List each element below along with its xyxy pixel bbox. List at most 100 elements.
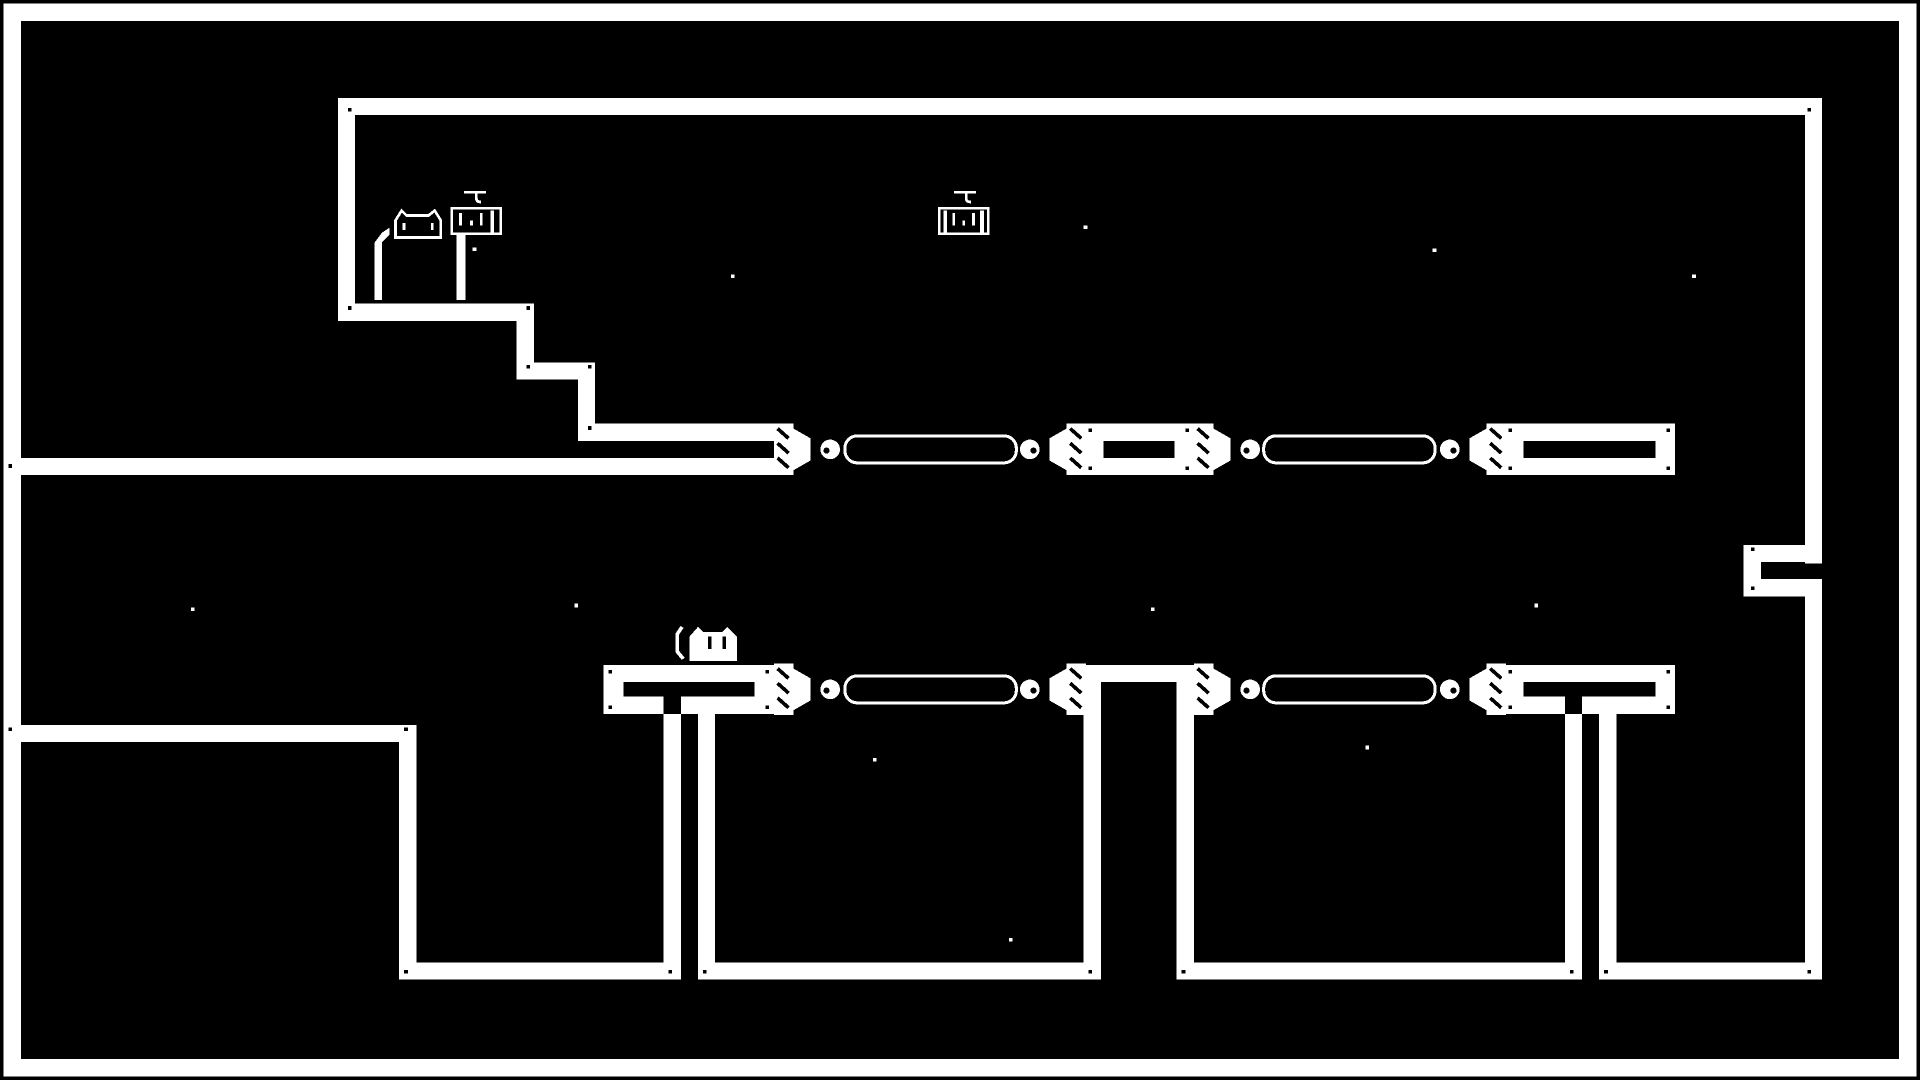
star bbox=[873, 757, 877, 762]
piston-head bbox=[1440, 439, 1460, 460]
star bbox=[1151, 607, 1155, 612]
hazard-stripe bbox=[1196, 681, 1210, 695]
piston-cone bbox=[1049, 428, 1067, 471]
piston-eye bbox=[823, 447, 830, 454]
star bbox=[1008, 937, 1013, 942]
wall-segment bbox=[1083, 664, 1101, 980]
rivet bbox=[1751, 586, 1755, 591]
hazard-stripe bbox=[1068, 696, 1083, 710]
wall-segment bbox=[697, 697, 716, 980]
rivet bbox=[1508, 669, 1513, 674]
piston-icon bbox=[773, 423, 840, 476]
wall-segment bbox=[1743, 544, 1823, 563]
block-slot bbox=[1103, 440, 1175, 458]
star bbox=[1365, 745, 1369, 750]
bridge-bar bbox=[1262, 434, 1437, 465]
cat-player-icon bbox=[394, 208, 443, 239]
wall-segment bbox=[337, 97, 1823, 116]
wall-segment bbox=[337, 303, 534, 321]
bridge-outline bbox=[1262, 674, 1437, 705]
piston-eye bbox=[1030, 687, 1037, 694]
wall-segment bbox=[3, 457, 774, 476]
piston-eye bbox=[1450, 687, 1457, 694]
bridge-bar bbox=[1262, 674, 1437, 705]
rivet bbox=[1185, 466, 1189, 471]
rivet bbox=[1666, 466, 1671, 471]
rivet bbox=[765, 669, 769, 674]
bridge-outline bbox=[843, 674, 1018, 705]
rivet bbox=[1508, 428, 1513, 433]
hazard-stripe bbox=[1488, 696, 1503, 710]
hazard-stripe bbox=[1488, 427, 1503, 440]
rivet bbox=[1666, 705, 1671, 709]
wall-segment bbox=[1599, 697, 1617, 980]
star bbox=[731, 274, 735, 278]
piston-icon bbox=[1440, 423, 1507, 476]
pole bbox=[374, 227, 390, 300]
hazard-stripe bbox=[1488, 681, 1503, 695]
rivet bbox=[1088, 428, 1093, 433]
wall-segment bbox=[337, 97, 356, 321]
signpost-pole bbox=[456, 235, 466, 300]
hazard-stripe bbox=[1488, 441, 1503, 455]
characters bbox=[374, 190, 990, 662]
hazard-stripe bbox=[1488, 667, 1503, 680]
wall-segment bbox=[1899, 3, 1917, 1077]
rivet bbox=[347, 107, 352, 112]
wall-segment bbox=[1083, 664, 1194, 683]
rivet bbox=[1807, 107, 1812, 112]
wall-segment bbox=[516, 362, 596, 380]
rivet bbox=[608, 669, 613, 674]
wall-segment bbox=[516, 303, 534, 380]
wall-segment bbox=[1804, 97, 1823, 564]
block-slot bbox=[1523, 440, 1656, 458]
robot-icon bbox=[937, 190, 990, 236]
rivet bbox=[1604, 969, 1608, 974]
piston-head bbox=[1240, 679, 1260, 700]
star bbox=[1432, 248, 1437, 253]
rivet bbox=[1807, 969, 1812, 974]
piston-eye bbox=[1450, 447, 1457, 454]
rivet bbox=[526, 364, 531, 369]
wall-segment bbox=[697, 962, 1101, 980]
piston-icon bbox=[773, 663, 840, 716]
rivet bbox=[404, 727, 408, 732]
rivet bbox=[1181, 969, 1186, 974]
hazard-stripe bbox=[1068, 456, 1083, 470]
piston-head bbox=[1240, 439, 1260, 460]
piston-cone bbox=[1469, 428, 1487, 471]
piston-head bbox=[1020, 439, 1040, 460]
piston-icon bbox=[1020, 663, 1087, 716]
wall-segment bbox=[1804, 579, 1823, 980]
mechanisms bbox=[603, 423, 1676, 718]
rivet bbox=[587, 426, 592, 430]
robot-icon bbox=[450, 190, 503, 236]
star bbox=[1692, 274, 1696, 278]
hazard-stripe bbox=[776, 441, 790, 455]
rivet bbox=[668, 969, 673, 974]
piston-icon bbox=[1193, 663, 1260, 716]
piston-cone bbox=[1213, 428, 1231, 471]
hazard-stripe bbox=[1068, 681, 1083, 695]
wall-segment bbox=[1176, 664, 1194, 980]
hazard-stripe bbox=[776, 681, 790, 695]
bridge-bar bbox=[843, 674, 1018, 705]
rivet bbox=[1666, 669, 1671, 674]
rivet bbox=[608, 705, 613, 709]
piston-icon bbox=[1440, 663, 1507, 716]
hazard-stripe bbox=[1196, 456, 1210, 470]
wall-segment bbox=[3, 3, 21, 1077]
rivet bbox=[1508, 705, 1513, 709]
rivet bbox=[765, 705, 769, 709]
rivet bbox=[1569, 969, 1574, 974]
piston-head bbox=[820, 679, 840, 700]
piston-head bbox=[820, 439, 840, 460]
hazard-stripe bbox=[1196, 667, 1210, 680]
hazard-stripe bbox=[1196, 696, 1210, 710]
rivet bbox=[347, 306, 352, 310]
rivet bbox=[8, 464, 13, 468]
wall-segment bbox=[3, 1059, 1917, 1077]
gap bbox=[663, 696, 681, 717]
